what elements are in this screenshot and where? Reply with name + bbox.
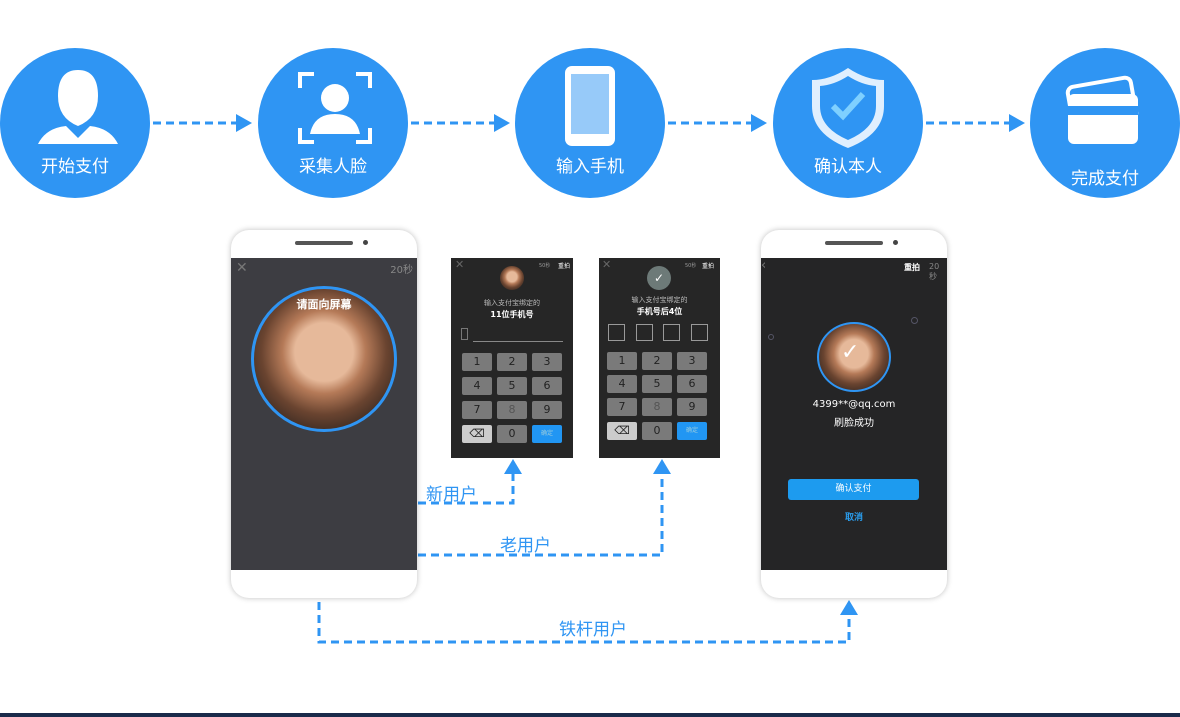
digit-box[interactable] — [608, 324, 625, 341]
cancel-button[interactable]: 取消 — [844, 513, 863, 523]
phone-face-capture: ✕ 20秒 请面向屏幕 — [231, 230, 417, 598]
retake-button[interactable]: 重拍 — [702, 263, 715, 270]
back-icon[interactable]: ‹ — [761, 258, 767, 273]
retake-button[interactable]: 重拍 — [558, 263, 571, 270]
close-icon[interactable]: ✕ — [602, 258, 612, 271]
loyal-user-label: 铁杆用户 — [559, 620, 627, 640]
bottom-bar — [0, 713, 1180, 717]
phone-input[interactable] — [473, 341, 563, 342]
confirm-pay-button[interactable]: 确认支付 — [788, 479, 919, 500]
step-start-payment: 开始支付 — [0, 48, 150, 198]
phone-confirm: ‹ 重拍 20秒 ✓ 4399**@qq.com 刷脸成功 确认支付 取消 — [761, 230, 947, 598]
step-enter-phone: 输入手机 — [515, 48, 665, 198]
old-user-label: 老用户 — [500, 536, 551, 556]
phone-icon — [461, 328, 468, 340]
face-scan-icon — [298, 72, 372, 144]
step-collect-face: 采集人脸 — [258, 48, 408, 198]
card-icon — [1065, 75, 1139, 144]
close-icon[interactable]: ✕ — [236, 260, 248, 276]
face-prompt: 请面向屏幕 — [296, 298, 352, 311]
shield-check-icon — [812, 68, 884, 148]
digit-box[interactable] — [691, 324, 708, 341]
new-user-label: 新用户 — [426, 485, 477, 505]
face-thumb — [500, 266, 524, 290]
phone-icon — [565, 66, 615, 146]
timer: 20秒 — [390, 265, 413, 276]
digit-box[interactable] — [636, 324, 653, 341]
retake-button[interactable]: 重拍 — [904, 263, 920, 272]
user-icon — [38, 70, 118, 144]
backspace-icon[interactable]: ⌫ — [607, 422, 637, 440]
step-confirm-identity: 确认本人 — [773, 48, 923, 198]
face-photo — [817, 322, 891, 392]
step-complete-payment: 完成支付 — [1030, 48, 1180, 198]
close-icon[interactable]: ✕ — [455, 258, 465, 271]
face-photo — [251, 286, 397, 432]
backspace-icon[interactable]: ⌫ — [462, 425, 492, 443]
status-text: 刷脸成功 — [834, 418, 874, 429]
check-icon: ✓ — [647, 266, 671, 290]
digit-box[interactable] — [663, 324, 680, 341]
check-icon: ✓ — [841, 340, 860, 365]
account-text: 4399**@qq.com — [812, 399, 896, 410]
